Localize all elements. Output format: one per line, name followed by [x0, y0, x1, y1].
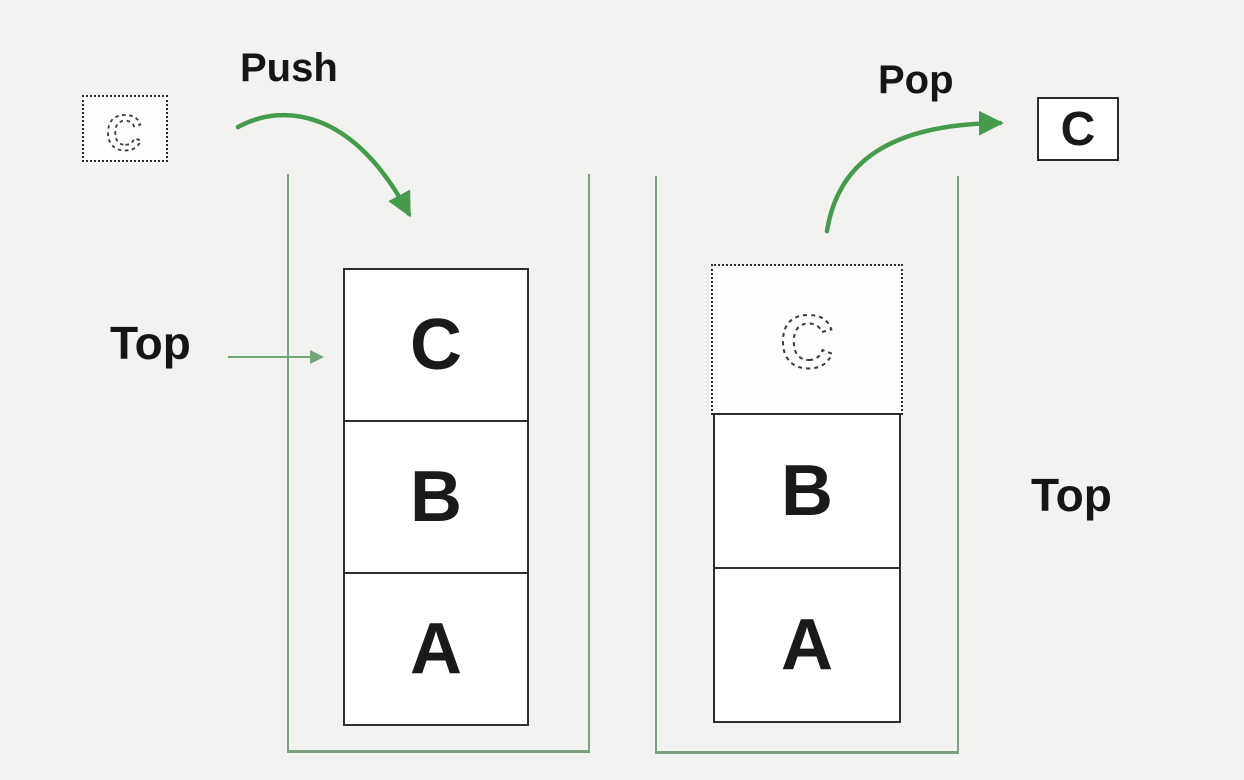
popped-letter: C [1060, 102, 1096, 156]
incoming-letter: C [106, 105, 142, 160]
stack-container-right [655, 176, 959, 754]
stack-right: B A [713, 413, 901, 723]
incoming-item-box: C [82, 95, 168, 162]
stack-item-c: C [343, 268, 529, 422]
popped-item-box: C [1037, 97, 1119, 161]
stack-item-b: B [713, 413, 901, 569]
dashed-letter-icon: C [779, 299, 835, 385]
top-pointer-label-right: Top [1031, 469, 1112, 521]
dashed-letter-icon: C [105, 104, 143, 160]
stack-item-b: B [343, 420, 529, 574]
stack-container-left [287, 174, 590, 753]
pop-label: Pop [878, 58, 954, 102]
stack-item-a: A [343, 572, 529, 726]
push-label: Push [240, 46, 338, 90]
top-pointer-label-left: Top [110, 317, 191, 369]
ghost-slot-c: C [711, 264, 903, 415]
ghost-letter: C [780, 300, 834, 384]
stack-left: C B A [343, 268, 529, 726]
stack-item-a: A [713, 567, 901, 723]
